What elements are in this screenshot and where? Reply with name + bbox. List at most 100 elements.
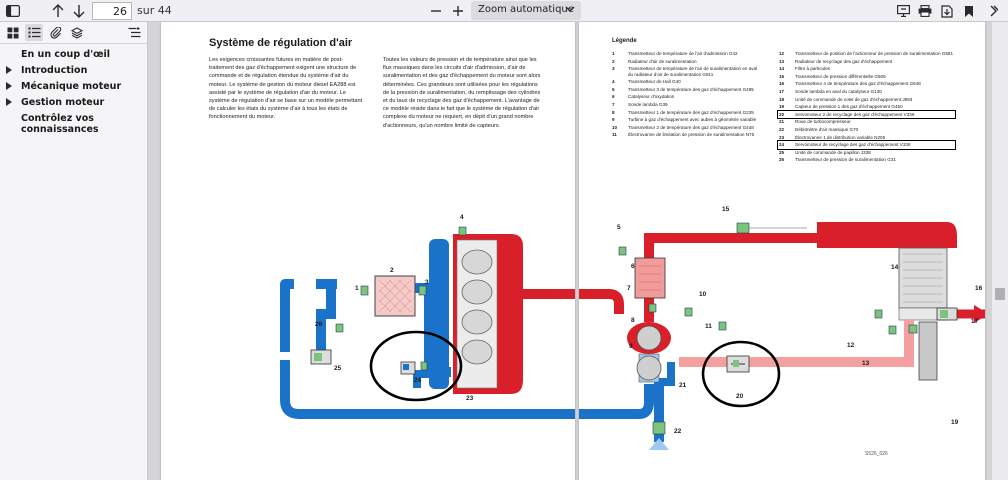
page-left: Système de régulation d'air Les exigence… (161, 22, 575, 480)
egr-cooler (918, 321, 938, 381)
svg-text:4: 4 (460, 214, 464, 221)
intake-pipe-right (579, 384, 654, 419)
document-viewer[interactable]: Système de régulation d'air Les exigence… (149, 22, 992, 480)
outline-tree: En un coup d'œil Introduction Mécanique … (0, 44, 147, 135)
previous-page-button[interactable] (49, 2, 67, 20)
sidebar: En un coup d'œil Introduction Mécanique … (0, 22, 148, 480)
next-page-button[interactable] (70, 2, 88, 20)
caret-right-icon[interactable] (6, 98, 12, 106)
svg-text:19: 19 (951, 419, 959, 426)
intake-pipe-loop (280, 279, 575, 419)
egr-blue-return (413, 370, 429, 388)
current-outline-button[interactable] (125, 24, 143, 41)
outline-item-gestion-moteur[interactable]: Gestion moteur (0, 97, 147, 108)
zoom-in-button[interactable] (450, 2, 466, 20)
sidebar-toggle-icon (6, 5, 20, 17)
cylinders (461, 249, 493, 365)
svg-text:25: 25 (334, 365, 342, 372)
zoom-out-button[interactable] (428, 2, 444, 20)
sidebar-tabs (0, 22, 147, 44)
outline-item-mecanique-moteur[interactable]: Mécanique moteur (0, 81, 147, 92)
svg-text:13: 13 (862, 360, 870, 367)
scrollbar-thumb[interactable] (995, 288, 1005, 300)
diagram-labels-left: 1 2 3 4 26 25 24 23 (315, 214, 474, 402)
plus-icon (453, 6, 463, 16)
outline-tab[interactable] (25, 24, 43, 41)
intro-text-column-2: Toutes les valeurs de pression et de tem… (383, 57, 541, 129)
svg-text:22: 22 (674, 428, 682, 435)
layers-tab[interactable] (68, 24, 86, 41)
throttle-valve-j338 (310, 349, 332, 365)
current-outline-icon (128, 27, 140, 38)
exhaust-flap-j883 (936, 307, 958, 321)
presentation-icon (896, 5, 910, 17)
save-button[interactable] (939, 2, 955, 20)
save-icon (941, 4, 953, 18)
fresh-air-arrow (649, 438, 669, 450)
intake-manifold (429, 239, 449, 389)
annotation-circle-20 (701, 340, 781, 408)
caret-right-icon[interactable] (6, 82, 12, 90)
sidebar-toggle-button[interactable] (4, 2, 22, 20)
bookmark-button[interactable] (961, 2, 977, 20)
arrow-down-icon (73, 5, 85, 18)
legend-title: Légende (612, 38, 637, 44)
air-system-diagram-left: 1 2 3 4 26 25 24 23 (280, 214, 575, 419)
egr-valve-v339 (726, 355, 750, 373)
layers-icon (71, 26, 83, 39)
outline-item-label: En un coup d'œil (21, 49, 111, 60)
svg-text:9: 9 (629, 343, 633, 350)
more-icon (990, 5, 998, 17)
differential-pressure-sensor-g505 (736, 222, 807, 234)
sensors-left (335, 226, 467, 371)
exhaust-pipe-in (579, 289, 624, 314)
figure-id: S526_026 (865, 451, 888, 457)
svg-text:10: 10 (699, 291, 707, 298)
caret-right-icon[interactable] (6, 66, 12, 74)
outline-item-introduction[interactable]: Introduction (0, 65, 147, 76)
svg-text:24: 24 (414, 377, 422, 384)
presentation-mode-button[interactable] (895, 2, 911, 20)
outline-item-controlez-vos-connaissances[interactable]: Contrôlez vos connaissances (0, 113, 147, 135)
outline-item-label: Contrôlez vos connaissances (21, 113, 99, 135)
thumbnails-tab[interactable] (4, 24, 22, 41)
svg-text:11: 11 (705, 323, 712, 330)
print-button[interactable] (917, 2, 933, 20)
attachments-icon (50, 26, 62, 39)
intake-pipe-left-vertical (316, 288, 336, 352)
outline-item-en-un-coup-doeil[interactable]: En un coup d'œil (0, 49, 147, 60)
zoom-select[interactable]: Zoom automatique (471, 1, 581, 20)
attachments-tab[interactable] (47, 24, 65, 41)
tools-menu-button[interactable] (985, 2, 1003, 20)
page-number-input[interactable] (92, 2, 132, 20)
mass-air-flow-sensor (652, 421, 666, 435)
svg-text:2: 2 (390, 267, 394, 274)
svg-text:8: 8 (631, 317, 635, 324)
sensors-right (618, 246, 918, 335)
outline-item-label: Mécanique moteur (21, 81, 122, 92)
svg-text:15: 15 (722, 206, 730, 213)
toolbar: sur 44 Zoom automatique (0, 0, 1008, 22)
svg-text:16: 16 (975, 285, 983, 292)
vertical-scrollbar[interactable] (992, 22, 1008, 480)
outline-item-label: Introduction (21, 65, 88, 76)
svg-text:7: 7 (627, 285, 631, 292)
air-system-diagram-right: 5 6 7 8 9 10 11 12 13 14 15 16 17 18 19 … (579, 206, 985, 457)
chevron-down-icon (565, 6, 575, 12)
